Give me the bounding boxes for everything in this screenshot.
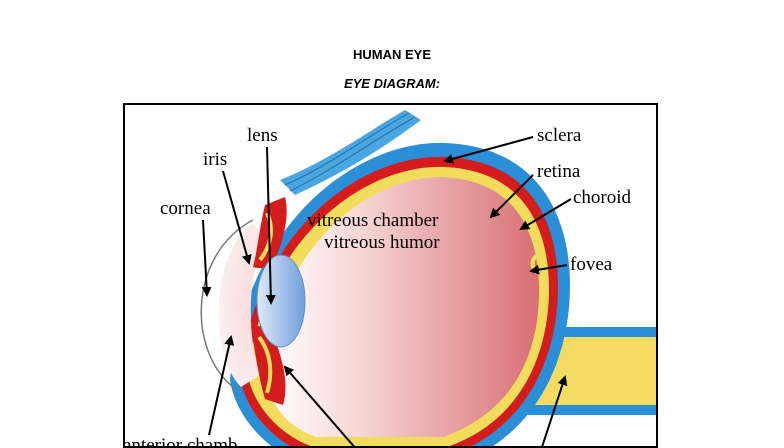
label-choroid: choroid [573, 187, 632, 208]
arrow-ciliary [283, 365, 355, 446]
muscle-line-1 [284, 112, 410, 186]
document-subtitle: EYE DIAGRAM: [343, 76, 441, 91]
label-vitreous-humor: vitreous humor [324, 232, 440, 253]
label-anterior-chamber: anterior chamb [125, 435, 237, 448]
arrow-sclera [443, 136, 534, 164]
lens-body [256, 254, 306, 348]
eye-diagram: lens iris cornea sclera retina choroid v… [125, 110, 656, 448]
arrow-iris [222, 170, 252, 265]
eye-diagram-frame: lens iris cornea sclera retina choroid v… [123, 103, 658, 448]
vitreous-chamber [265, 176, 539, 438]
label-iris: iris [203, 149, 227, 170]
arrow-retina [489, 174, 534, 219]
label-cornea: cornea [160, 198, 211, 219]
label-lens: lens [247, 125, 278, 146]
arrow-lens [265, 146, 276, 305]
arrow-optic-nerve [541, 375, 568, 446]
muscle-line-2 [289, 116, 416, 192]
arrow-cornea [201, 219, 212, 297]
label-retina: retina [537, 161, 581, 182]
arrow-fovea [529, 264, 568, 275]
cornea-shape [200, 219, 254, 391]
label-sclera: sclera [537, 125, 582, 146]
arrow-anterior-chamber [208, 335, 235, 436]
document-title: HUMAN EYE [352, 47, 431, 62]
arrow-choroid [519, 198, 572, 231]
label-fovea: fovea [570, 254, 613, 275]
ciliary-lower [257, 335, 273, 394]
label-vitreous-chamber: vitreous chamber [307, 210, 439, 231]
muscle-strands [280, 110, 421, 195]
